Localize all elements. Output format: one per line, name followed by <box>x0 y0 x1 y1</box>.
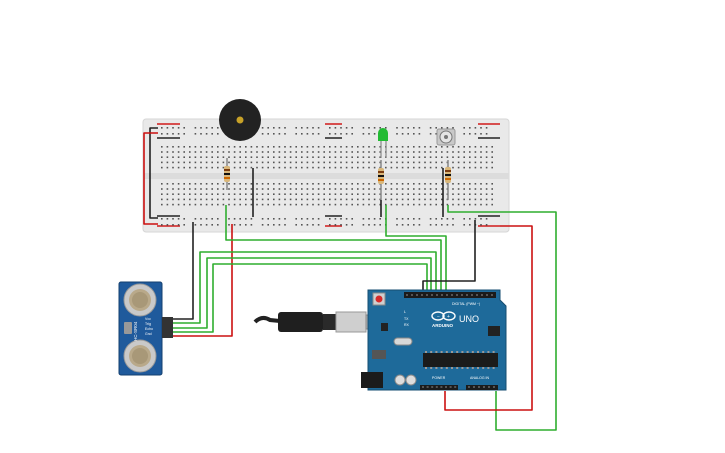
sensor-pin-3: Gnd <box>145 332 152 336</box>
led[interactable] <box>378 128 388 158</box>
wire-rail-red-left <box>143 132 158 225</box>
label-l: L <box>404 310 406 314</box>
header-digital-label: DIGITAL (PWM ~) <box>452 302 480 306</box>
sensor-pin-2: Echo <box>145 327 153 331</box>
wires <box>143 127 557 431</box>
header-power-label: POWER <box>432 376 446 380</box>
arduino-uno[interactable]: DIGITAL (PWM ~) L TX RX − + ARDUINO UNO <box>361 289 507 391</box>
breadboard[interactable] <box>142 118 510 233</box>
wire-sensor-extra <box>172 263 428 333</box>
buzzer[interactable] <box>219 99 261 141</box>
resistor-led[interactable] <box>378 160 384 200</box>
svg-text:−: − <box>437 314 440 320</box>
buzzer-icon <box>236 116 244 124</box>
wire-led-signal <box>385 205 447 293</box>
header-analog-label: ANALOG IN <box>470 376 490 380</box>
sensor-model-label: HC-SR04 <box>133 321 138 341</box>
led-icon <box>378 128 388 141</box>
label-tx: TX <box>404 317 409 321</box>
wire-sensor-vcc <box>172 224 233 337</box>
svg-text:+: + <box>447 314 450 320</box>
arduino-model: UNO <box>459 314 479 324</box>
ultrasonic-sensor[interactable]: HC-SR04 Vcc Trig Echo Gnd <box>118 281 173 376</box>
sensor-pin-0: Vcc <box>145 317 151 321</box>
usb-cable[interactable] <box>253 311 385 333</box>
reset-button[interactable] <box>375 295 383 303</box>
usb-cable-icon <box>278 312 323 332</box>
label-rx: RX <box>404 323 410 327</box>
sensor-pin-1: Trig <box>145 322 151 326</box>
wire-rail-black-left <box>149 127 158 219</box>
wire-5v <box>444 225 533 411</box>
potentiometer[interactable] <box>436 128 456 146</box>
wire-sensor-trig <box>172 257 432 329</box>
resistor-buzzer[interactable] <box>224 158 230 190</box>
wire-sensor-echo <box>172 251 437 324</box>
arduino-brand: ARDUINO <box>432 323 453 328</box>
wire-sensor-gnd <box>172 222 194 320</box>
wire-arduino-gnd <box>422 220 476 293</box>
wire-pot-analog <box>447 205 557 431</box>
arduino-logo-icon: − + <box>431 311 456 321</box>
resistor-pot[interactable] <box>445 160 451 200</box>
wire-buzzer-signal <box>225 205 442 293</box>
